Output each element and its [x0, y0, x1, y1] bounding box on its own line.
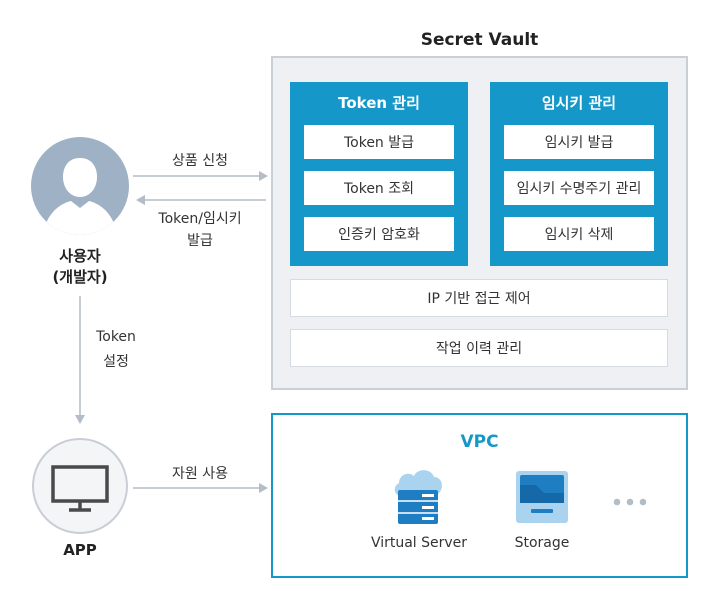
app-label: APP: [63, 541, 97, 559]
token-management-panel: Token 관리 Token 발급 Token 조회 인증키 암호화: [290, 82, 468, 266]
tempkey-panel-title: 임시키 관리: [541, 94, 617, 112]
token-issue-item: Token 발급: [304, 125, 454, 159]
user-label-line2: (개발자): [52, 268, 108, 286]
monitor-icon: [32, 438, 128, 534]
token-panel-title: Token 관리: [338, 94, 420, 112]
token-setup-arrowhead: [75, 415, 85, 424]
more-dots-icon: [613, 498, 647, 506]
request-arrowhead: [259, 171, 268, 181]
virtual-server-label: Virtual Server: [370, 535, 468, 551]
request-label: 상품 신청: [172, 153, 228, 169]
issue-label-line1: Token/임시키: [158, 211, 242, 227]
tempkey-issue-item: 임시키 발급: [504, 125, 654, 159]
tempkey-lifecycle-item: 임시키 수명주기 관리: [504, 171, 654, 205]
tempkey-management-panel: 임시키 관리 임시키 발급 임시키 수명주기 관리 임시키 삭제: [490, 82, 668, 266]
virtual-server-icon: [394, 470, 442, 524]
vault-title: Secret Vault: [420, 30, 539, 50]
user-label-line1: 사용자: [59, 247, 101, 265]
token-setup-label-line2: 설정: [103, 354, 129, 370]
ip-access-control-row: IP 기반 접근 제어: [290, 279, 668, 317]
history-management-row: 작업 이력 관리: [290, 329, 668, 367]
issue-arrowhead: [136, 195, 145, 205]
user-avatar-icon: [31, 137, 129, 235]
storage-label: Storage: [514, 535, 570, 551]
vpc-box: [271, 413, 688, 578]
resource-arrowhead: [259, 483, 268, 493]
token-lookup-item: Token 조회: [304, 171, 454, 205]
issue-label-line2: 발급: [187, 233, 213, 249]
resource-use-label: 자원 사용: [172, 466, 228, 482]
token-setup-label-line1: Token: [96, 329, 136, 345]
vpc-title: VPC: [460, 432, 499, 452]
key-encryption-item: 인증키 암호화: [304, 217, 454, 251]
tempkey-delete-item: 임시키 삭제: [504, 217, 654, 251]
storage-icon: [516, 471, 568, 523]
